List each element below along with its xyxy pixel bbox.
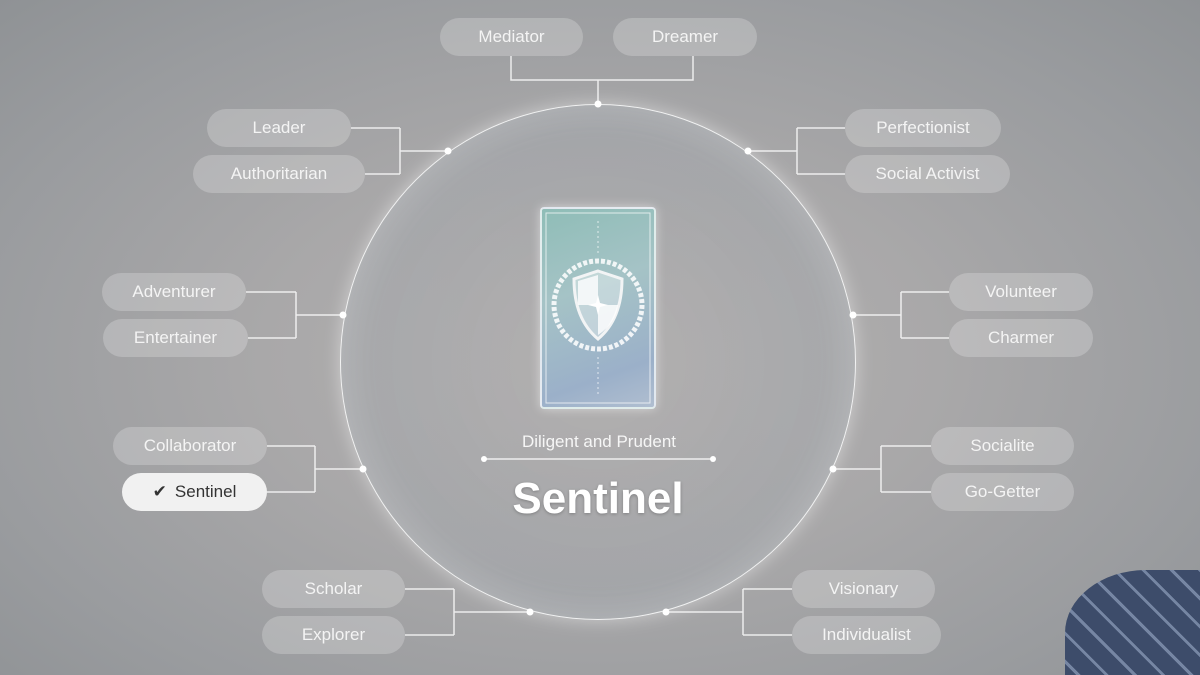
option-visionary[interactable]: Visionary [792, 570, 935, 608]
option-label: Adventurer [132, 282, 216, 301]
option-entertainer[interactable]: Entertainer [103, 319, 248, 357]
option-label: Socialite [970, 436, 1035, 455]
option-label: Go-Getter [964, 482, 1041, 501]
option-collaborator[interactable]: Collaborator [113, 427, 267, 465]
option-leader[interactable]: Leader [207, 109, 351, 147]
option-label: Perfectionist [876, 118, 970, 137]
option-label: Mediator [478, 27, 545, 46]
option-label: Visionary [828, 579, 899, 598]
option-individualist[interactable]: Individualist [792, 616, 941, 654]
option-label: Sentinel [174, 482, 237, 501]
option-socialite[interactable]: Socialite [931, 427, 1074, 465]
sentinel-card [540, 207, 656, 409]
personality-subtitle: Diligent and Prudent [521, 432, 677, 451]
checkmark-icon: ✔ [152, 482, 167, 501]
option-label: Dreamer [651, 27, 719, 46]
option-label: Scholar [304, 579, 363, 598]
option-label: Individualist [822, 625, 911, 644]
option-label: Authoritarian [230, 164, 328, 183]
option-authoritarian[interactable]: Authoritarian [193, 155, 365, 193]
option-label: Leader [252, 118, 306, 137]
option-charmer[interactable]: Charmer [949, 319, 1093, 357]
option-label: Charmer [987, 328, 1055, 347]
option-explorer[interactable]: Explorer [262, 616, 405, 654]
option-volunteer[interactable]: Volunteer [949, 273, 1093, 311]
option-label: Social Activist [875, 164, 980, 183]
option-sentinel[interactable]: ✔ Sentinel [122, 473, 267, 511]
option-label: Entertainer [133, 328, 218, 347]
shield-icon [545, 212, 651, 404]
option-scholar[interactable]: Scholar [262, 570, 405, 608]
option-go-getter[interactable]: Go-Getter [931, 473, 1074, 511]
option-dreamer[interactable]: Dreamer [613, 18, 757, 56]
option-perfectionist[interactable]: Perfectionist [845, 109, 1001, 147]
option-social-activist[interactable]: Social Activist [845, 155, 1010, 193]
option-mediator[interactable]: Mediator [440, 18, 583, 56]
personality-title: Sentinel [512, 474, 684, 523]
option-label: Collaborator [143, 436, 237, 455]
option-adventurer[interactable]: Adventurer [102, 273, 246, 311]
option-label: Explorer [301, 625, 366, 644]
option-label: Volunteer [985, 282, 1057, 301]
